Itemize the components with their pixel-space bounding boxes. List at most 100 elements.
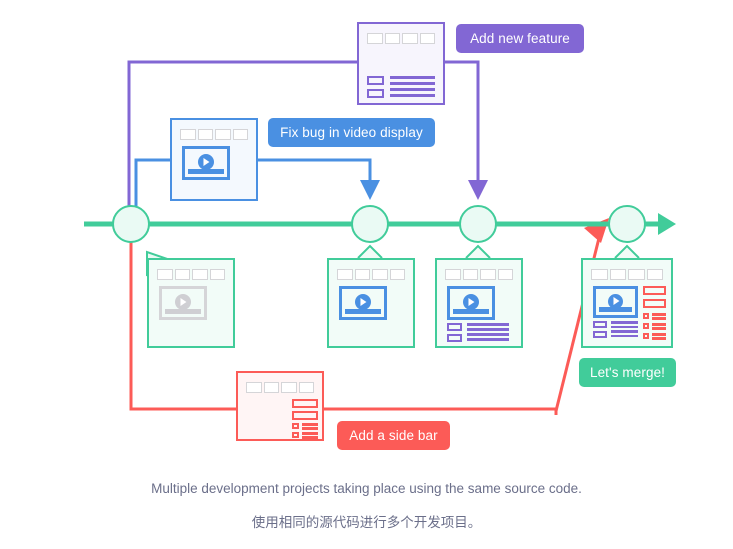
sidebar-box: [292, 399, 318, 408]
red-branch-path-left: [129, 232, 238, 411]
video-progress-bar[interactable]: [453, 309, 489, 314]
play-icon[interactable]: [608, 293, 623, 309]
content-line: [467, 328, 509, 331]
header-segment: [215, 129, 231, 140]
sidebar-block-red: [643, 286, 667, 343]
video-progress-bar[interactable]: [599, 307, 632, 312]
sidebar-row-box: [643, 333, 649, 339]
pointer-card-4: [614, 244, 640, 259]
main-branch-arrowhead: [658, 213, 676, 235]
content-box: [593, 321, 607, 328]
card-base-green[interactable]: [147, 258, 235, 348]
content-box: [367, 76, 384, 85]
play-icon: [175, 294, 191, 310]
content-box: [593, 331, 607, 338]
sidebar-row-line: [652, 313, 666, 316]
header-segment: [419, 33, 435, 44]
sidebar-row-box: [643, 313, 649, 319]
badge-add-side-bar[interactable]: Add a side bar: [337, 421, 450, 450]
card-header-strip: [180, 129, 248, 140]
header-segment: [389, 269, 405, 280]
header-segment: [246, 382, 262, 393]
red-branch-path-right: [324, 407, 558, 415]
header-segment: [372, 269, 388, 280]
video-progress-bar[interactable]: [188, 169, 224, 174]
card-header-strip: [591, 269, 663, 280]
purple-branch-path: [127, 60, 480, 224]
content-box: [367, 89, 384, 98]
content-line: [611, 330, 638, 333]
header-segment: [263, 382, 279, 393]
video-player[interactable]: [593, 286, 638, 318]
video-player[interactable]: [447, 286, 495, 320]
content-line: [611, 334, 638, 337]
card-header-strip: [445, 269, 513, 280]
video-player-inactive: [159, 286, 207, 320]
badge-fix-bug-video[interactable]: Fix bug in video display: [268, 118, 435, 147]
commit-node-4: [608, 205, 646, 243]
content-line: [390, 76, 435, 79]
sidebar-row-box: [292, 432, 299, 438]
header-segment: [197, 129, 213, 140]
sidebar-box: [643, 286, 666, 295]
card-videofix-blue[interactable]: [170, 118, 258, 201]
video-player[interactable]: [182, 146, 230, 180]
header-segment: [192, 269, 208, 280]
content-box: [447, 334, 462, 342]
content-line: [467, 323, 509, 326]
header-segment: [402, 33, 418, 44]
caption-chinese: 使用相同的源代码进行多个开发项目。: [251, 515, 482, 530]
card-final-merged-green[interactable]: [581, 258, 673, 348]
sidebar-row-box: [292, 423, 299, 429]
content-block-purple: [593, 321, 639, 343]
sidebar-row-line: [652, 327, 666, 330]
header-segment: [157, 269, 173, 280]
header-segment: [646, 269, 663, 280]
card-videofixed-green[interactable]: [327, 258, 415, 348]
video-player[interactable]: [339, 286, 387, 320]
sidebar-box: [643, 299, 666, 308]
play-icon[interactable]: [198, 154, 214, 170]
sidebar-row-line: [302, 427, 318, 430]
badge-lets-merge[interactable]: Let's merge!: [579, 358, 676, 387]
card-header-strip: [367, 33, 435, 44]
header-segment: [367, 33, 383, 44]
card-header-strip: [157, 269, 225, 280]
sidebar-row-line: [302, 432, 318, 435]
sidebar-row-line: [652, 317, 666, 320]
video-progress-bar[interactable]: [345, 309, 381, 314]
content-line: [390, 94, 435, 97]
sidebar-row-line: [652, 323, 666, 326]
card-feature-purple[interactable]: [357, 22, 445, 105]
content-line: [467, 338, 509, 341]
card-sidebar-red[interactable]: [236, 371, 324, 441]
sidebar-row-line: [652, 333, 666, 336]
header-segment: [628, 269, 645, 280]
content-box: [447, 323, 462, 331]
header-segment: [384, 33, 400, 44]
content-line: [467, 333, 509, 336]
header-segment: [354, 269, 370, 280]
badge-add-new-feature[interactable]: Add new feature: [456, 24, 584, 53]
header-segment: [445, 269, 461, 280]
card-header-strip: [337, 269, 405, 280]
sidebar-row-line: [652, 337, 666, 340]
play-icon[interactable]: [355, 294, 371, 310]
content-block-purple: [367, 76, 439, 100]
header-segment: [174, 269, 190, 280]
play-icon[interactable]: [463, 294, 479, 310]
sidebar-row-box: [643, 323, 649, 329]
commit-node-1: [112, 205, 150, 243]
header-segment: [337, 269, 353, 280]
header-segment: [298, 382, 314, 393]
commit-node-3: [459, 205, 497, 243]
pointer-card-3: [465, 244, 491, 259]
content-line: [390, 88, 435, 91]
header-segment: [609, 269, 626, 280]
header-segment: [480, 269, 496, 280]
sidebar-block-red: [292, 399, 320, 439]
content-line: [390, 82, 435, 85]
card-feature-merged-green[interactable]: [435, 258, 523, 348]
